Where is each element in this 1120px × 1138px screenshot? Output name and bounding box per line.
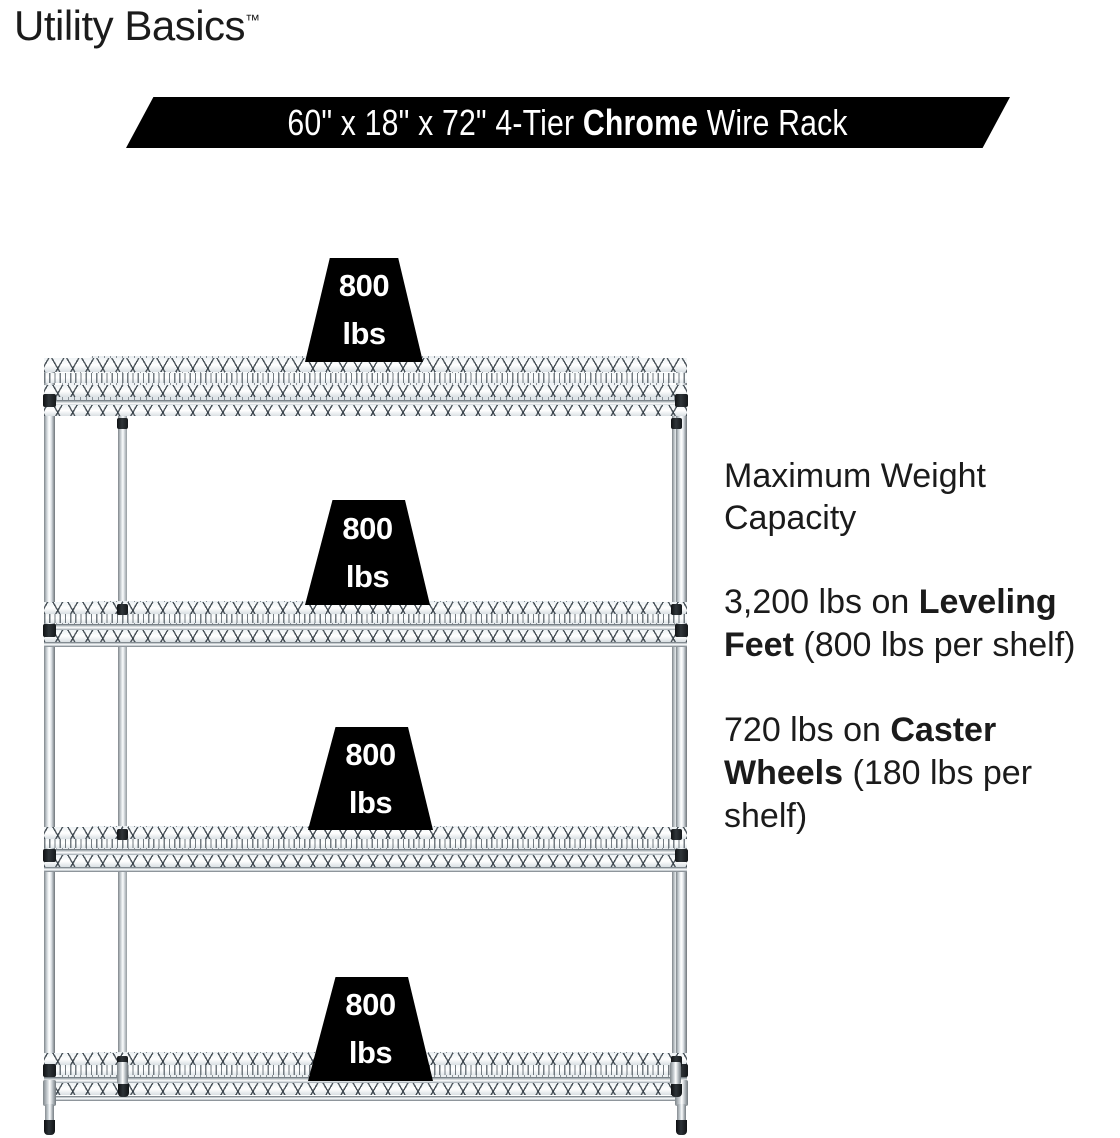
weight-badge-value-3: 800	[345, 736, 396, 772]
shelf-wires-3	[44, 839, 687, 848]
weight-badge-tier-1: 800 lbs	[305, 258, 423, 362]
post-collar-4-back-right	[671, 1056, 682, 1067]
shelf-tier-3	[44, 826, 687, 874]
product-title-text: 60" x 18" x 72" 4-Tier Chrome Wire Rack	[287, 101, 849, 143]
shelf-truss-1	[44, 358, 687, 372]
capacity-suffix-1: (800 lbs per shelf)	[793, 626, 1076, 664]
weight-badge-value-4: 800	[345, 987, 396, 1022]
post-collar-4-back-left	[117, 1056, 128, 1067]
banner-prefix: 60" x 18" x 72" 4-Tier	[287, 101, 584, 143]
shelf-truss-2b	[44, 630, 687, 642]
shelf-wires-2	[44, 614, 687, 623]
leveling-foot-cap-front-right	[676, 1120, 687, 1135]
post-collar-1-back-right	[671, 418, 682, 429]
capacity-prefix-1: 3,200 lbs on	[724, 583, 919, 621]
post-collar-2-right	[675, 624, 688, 637]
weight-badge-unit-1: lbs	[342, 316, 386, 351]
shelf-truss-3b	[44, 855, 687, 867]
post-collar-3-left	[43, 849, 56, 862]
capacity-suffix-2: (180 lbs per shelf)	[724, 754, 1033, 835]
capacity-item-caster-wheels: 720 lbs on Caster Wheels (180 lbs per sh…	[724, 709, 1116, 838]
leveling-foot-sleeve-back-right	[670, 1062, 681, 1084]
wire-rack-illustration: 800 lbs 800 lbs 800 lbs 800 lbs	[43, 258, 688, 1135]
shelf-rail-1	[44, 400, 687, 407]
trademark-symbol: ™	[245, 12, 261, 29]
shelf-truss-1b	[44, 385, 687, 397]
leveling-foot-cap-front-left	[44, 1120, 55, 1135]
shelf-rail-3	[44, 849, 687, 856]
capacity-prefix-2: 720 lbs on	[724, 711, 891, 749]
post-collar-1-left	[43, 394, 56, 407]
leveling-foot-sleeve-front-left	[43, 1080, 56, 1106]
capacity-emphasis-1: Leveling Feet	[724, 583, 1057, 664]
leveling-foot-sleeve-back-left	[117, 1062, 128, 1084]
weight-badge-tier-4: 800 lbs	[308, 977, 433, 1081]
post-collar-3-right	[675, 849, 688, 862]
leveling-foot-cap-back-right	[671, 1084, 682, 1097]
banner-suffix: Wire Rack	[698, 101, 849, 143]
post-collar-2-back-right	[671, 604, 682, 615]
weight-badge-value-2: 800	[342, 510, 393, 546]
capacity-heading: Maximum Weight Capacity	[724, 457, 986, 537]
weight-badge-tier-2: 800 lbs	[305, 500, 430, 605]
weight-badge-tier-3: 800 lbs	[308, 727, 433, 830]
brand-logo: Utility Basics™	[14, 2, 260, 50]
shelf-rail-2b	[44, 642, 687, 647]
shelf-truss-3	[44, 827, 687, 839]
leveling-foot-cap-back-left	[118, 1084, 129, 1097]
shelf-wires-1	[44, 373, 687, 383]
capacity-emphasis-2: Caster Wheels	[724, 711, 997, 792]
capacity-item-leveling-feet: 3,200 lbs on Leveling Feet (800 lbs per …	[724, 581, 1116, 667]
shelf-rail-3b	[44, 867, 687, 872]
rack-post-front-right	[676, 358, 687, 1080]
shelf-truss-1c	[44, 405, 687, 416]
shelf-tier-1	[44, 356, 687, 418]
capacity-panel: Maximum Weight Capacity 3,200 lbs on Lev…	[724, 455, 1116, 838]
weight-badge-unit-2: lbs	[345, 558, 390, 594]
shelf-truss-4b	[44, 1083, 687, 1095]
shelf-tier-2	[44, 601, 687, 649]
post-collar-2-left	[43, 624, 56, 637]
post-collar-4-left	[43, 1064, 56, 1077]
post-collar-2-back-left	[117, 604, 128, 615]
leveling-foot-stem-front-left	[45, 1104, 54, 1126]
leveling-foot-stem-front-right	[677, 1104, 686, 1126]
post-collar-3-back-left	[117, 829, 128, 840]
product-title-banner: 60" x 18" x 72" 4-Tier Chrome Wire Rack	[126, 97, 1010, 148]
shelf-truss-2	[44, 602, 687, 614]
weight-badge-unit-4: lbs	[348, 1035, 393, 1070]
shelf-rail-4b	[44, 1096, 687, 1101]
weight-badge-unit-3: lbs	[348, 784, 393, 820]
rack-post-back-left	[118, 400, 127, 1090]
shelf-rail-2	[44, 624, 687, 631]
post-collar-1-back-left	[117, 418, 128, 429]
banner-emphasis: Chrome	[583, 101, 699, 143]
rack-post-front-left	[44, 358, 55, 1080]
post-collar-1-right	[675, 394, 688, 407]
brand-name: Utility Basics	[14, 2, 246, 49]
post-collar-3-back-right	[671, 829, 682, 840]
weight-badge-value-1: 800	[338, 268, 390, 303]
